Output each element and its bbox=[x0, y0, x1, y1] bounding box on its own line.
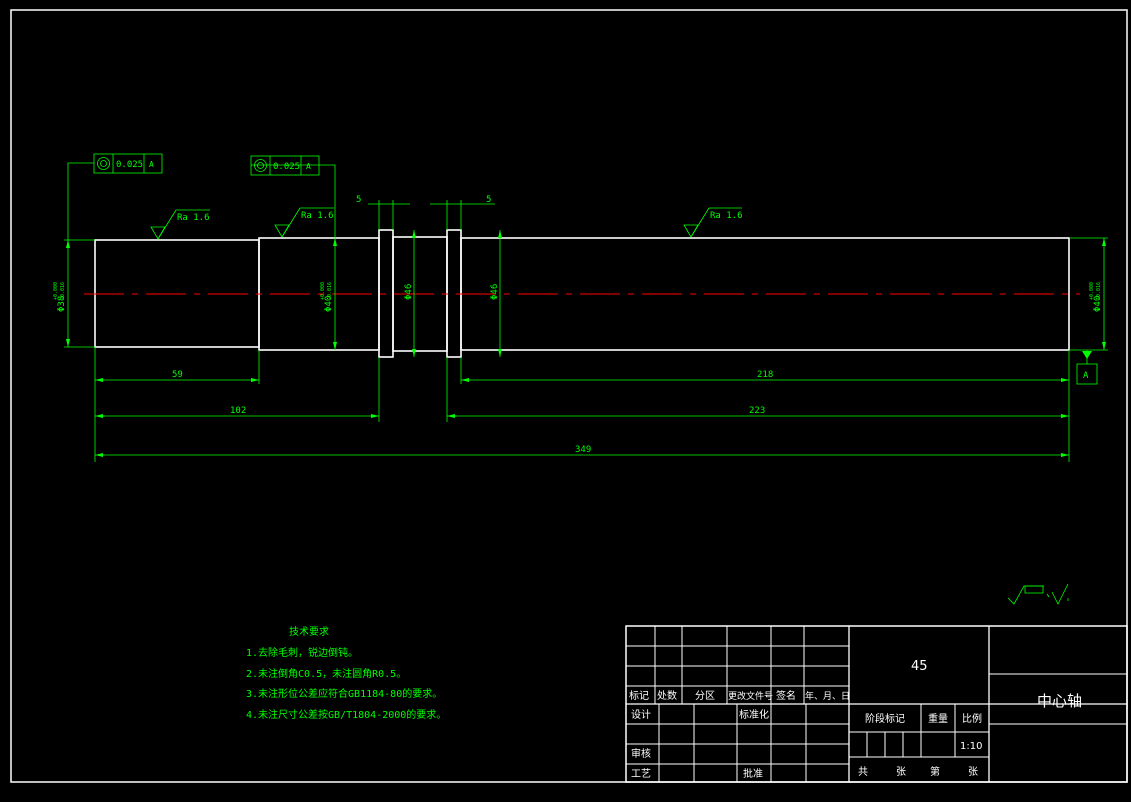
tb-weight: 重量 bbox=[928, 712, 948, 725]
dim-collar2-width: 5 bbox=[486, 195, 491, 205]
sheet-border bbox=[10, 9, 1128, 783]
roughness-label-1: Ra 1.6 bbox=[177, 213, 210, 223]
tb-process: 工艺 bbox=[631, 768, 651, 780]
roughness-label-2: Ra 1.6 bbox=[301, 211, 334, 221]
tol2-datum: A bbox=[306, 162, 311, 171]
dim-d38-tol-lower: -0.016 bbox=[60, 282, 66, 300]
datum-box: A bbox=[1076, 363, 1098, 385]
tech-item-3: 3.未注形位公差应符合GB1184-80的要求。 bbox=[246, 687, 442, 700]
tol1-datum: A bbox=[149, 160, 154, 169]
tb-col-docno: 更改文件号 bbox=[728, 690, 773, 702]
tb-review: 审核 bbox=[631, 747, 651, 760]
dim-d40-mid: Φ40 bbox=[324, 296, 334, 312]
tb-page: 第 bbox=[930, 765, 940, 778]
tb-col-zone: 分区 bbox=[695, 690, 715, 702]
roughness-label-3: Ra 1.6 bbox=[710, 211, 743, 221]
tol1-value: 0.025 bbox=[116, 160, 143, 170]
dim-d38: Φ38 bbox=[57, 296, 67, 312]
general-roughness-symbol bbox=[1007, 583, 1069, 605]
tb-col-mark: 标记 bbox=[629, 690, 649, 702]
datum-label: A bbox=[1083, 371, 1089, 381]
tb-approve: 批准 bbox=[743, 767, 763, 780]
dim-d40-right: Φ40 bbox=[1093, 296, 1103, 312]
tb-standardize: 标准化 bbox=[739, 708, 769, 721]
dim-223: 223 bbox=[749, 406, 765, 416]
tech-item-1: 1.去除毛刺，锐边倒钝。 bbox=[246, 646, 358, 659]
dim-349: 349 bbox=[575, 445, 591, 455]
dim-59: 59 bbox=[172, 370, 183, 380]
tolerance-frame-1: 0.025 A bbox=[93, 153, 163, 174]
dim-d38-tol-upper: +0.000 bbox=[53, 282, 59, 300]
dim-d40-right-tol-upper: +0.000 bbox=[1089, 282, 1095, 300]
tb-sheets2: 张 bbox=[968, 766, 978, 778]
dimension-arrows bbox=[66, 230, 1106, 457]
tech-heading: 技术要求 bbox=[289, 625, 329, 638]
shaft-outline bbox=[94, 229, 1070, 358]
title-block-text: 标记 处数 分区 更改文件号 签名 年、月、日 设计 标准化 审核 工艺 批准 … bbox=[629, 659, 1082, 780]
dim-d40-mid-tol-upper: +0.000 bbox=[320, 282, 326, 300]
dim-collar1-width: 5 bbox=[356, 195, 361, 205]
dim-d46-2: Φ46 bbox=[490, 284, 500, 300]
tech-item-2: 2.未注倒角C0.5，未注圆角R0.5。 bbox=[246, 667, 406, 680]
tb-col-date: 年、月、日 bbox=[805, 690, 850, 702]
drawing-title: 中心轴 bbox=[1037, 692, 1082, 710]
tb-stage-mark: 阶段标记 bbox=[865, 712, 905, 725]
dim-218: 218 bbox=[757, 370, 773, 380]
concentricity-icon bbox=[254, 159, 267, 172]
technical-requirements: 技术要求 1.去除毛刺，锐边倒钝。 2.未注倒角C0.5，未注圆角R0.5。 3… bbox=[246, 625, 446, 721]
tb-design: 设计 bbox=[631, 708, 651, 721]
dim-d40-mid-tol-lower: -0.016 bbox=[327, 282, 333, 300]
tb-total: 共 bbox=[858, 766, 868, 778]
dim-102: 102 bbox=[230, 406, 246, 416]
tb-scale-value: 1:10 bbox=[960, 741, 982, 752]
tb-col-sign: 签名 bbox=[776, 689, 796, 702]
roughness-symbols bbox=[150, 224, 699, 240]
tb-ratio: 比例 bbox=[962, 712, 982, 725]
tb-material: 45 bbox=[911, 659, 928, 674]
tolerance-frame-2: 0.025 A bbox=[250, 155, 320, 176]
tech-item-4: 4.未注尺寸公差按GB/T1804-2000的要求。 bbox=[246, 708, 446, 721]
dim-d40-right-tol-lower: -0.016 bbox=[1096, 282, 1102, 300]
dim-d46-1: Φ46 bbox=[404, 284, 414, 300]
concentricity-icon bbox=[97, 157, 110, 170]
tol2-value: 0.025 bbox=[273, 162, 300, 172]
title-block bbox=[625, 625, 1128, 783]
tb-col-count: 处数 bbox=[657, 689, 677, 702]
tb-sheets: 张 bbox=[896, 766, 906, 778]
dimension-lines bbox=[64, 162, 1108, 462]
